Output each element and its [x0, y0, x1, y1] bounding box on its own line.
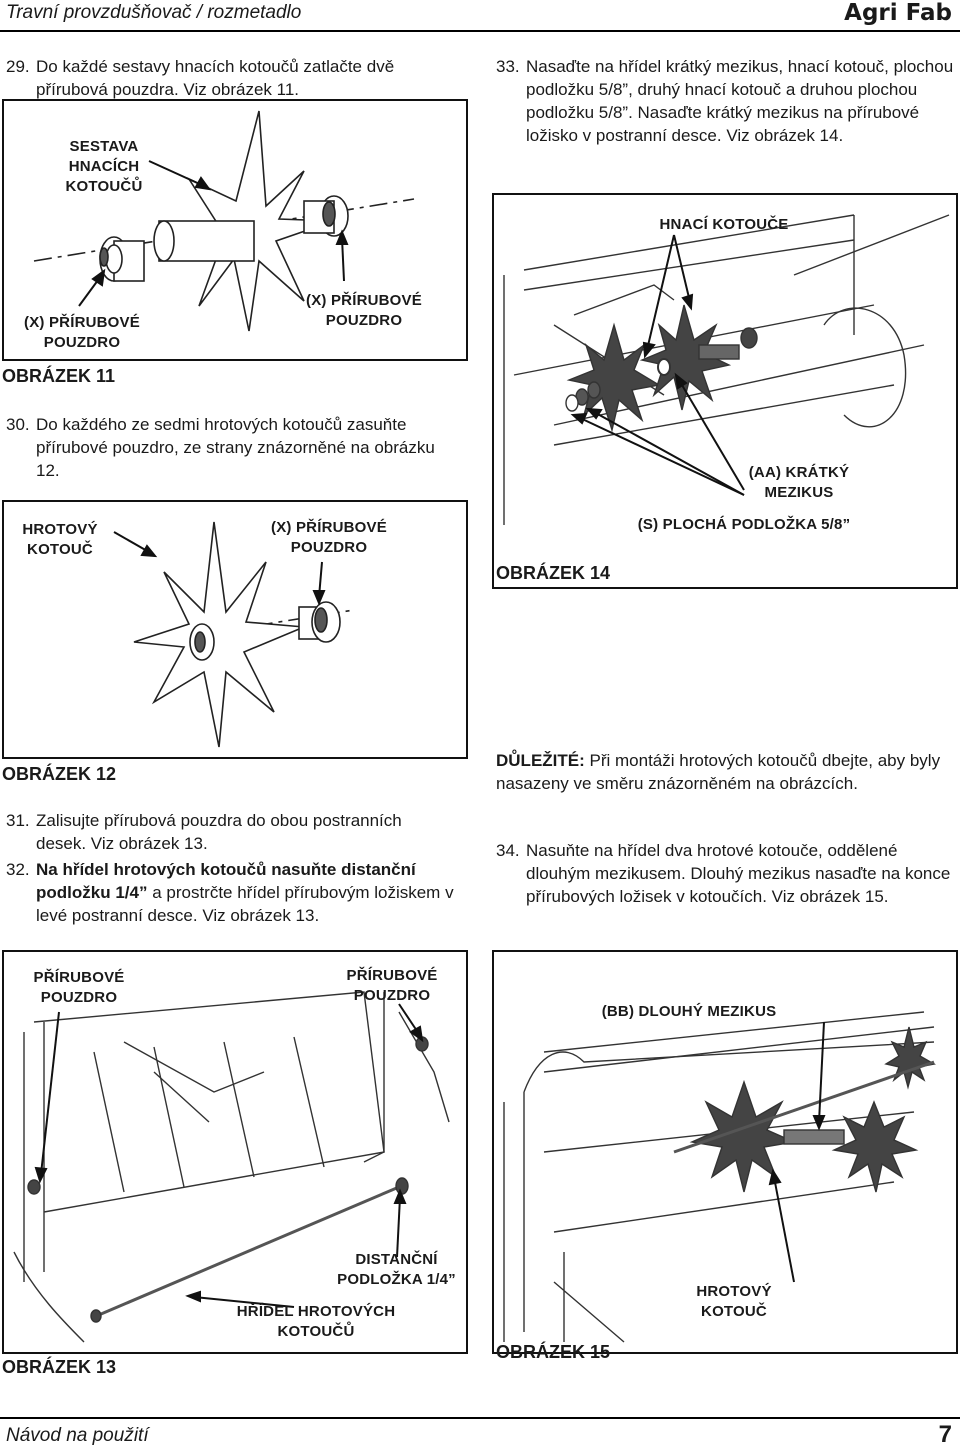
label-flange-bushing-right: (X) PŘÍRUBOVÉ POUZDRO — [286, 291, 442, 331]
step-text: Na hřídel hrotových kotoučů nasuňte dist… — [36, 858, 456, 927]
step-29: 29. Do každé sestavy hnacích kotoučů zat… — [6, 55, 446, 101]
step-emphasis: Na hřídel hrotových kotoučů nasuňte dist… — [36, 860, 416, 902]
label-line: KOTOUČ — [701, 1303, 767, 1320]
flange-bushing-drawing — [33, 110, 415, 332]
label-line: (X) PŘÍRUBOVÉ — [271, 519, 387, 536]
step-30: 30. Do každého ze sedmi hrotových kotouč… — [6, 413, 446, 482]
label-line: KOTOUČ — [27, 541, 93, 558]
label-flange-bushing-left: (X) PŘÍRUBOVÉ POUZDRO — [4, 313, 160, 353]
brand-logo: Agri Fab — [844, 0, 952, 26]
figure-15-caption: OBRÁZEK 15 — [496, 1342, 611, 1362]
label-long-spacer: (BB) DLOUHÝ MEZIKUS — [601, 1003, 777, 1020]
label-tine-disc: HROTOVÝ KOTOUČ — [669, 1282, 799, 1322]
label-line: (X) PŘÍRUBOVÉ — [24, 314, 140, 331]
step-text: Nasaďte na hřídel krátký mezikus, hnací … — [526, 57, 954, 145]
figure-12: HROTOVÝ KOTOUČ (X) PŘÍRUBOVÉ POUZDRO — [2, 500, 468, 759]
label-line: POUZDRO — [353, 987, 431, 1004]
step-text: Do každé sestavy hnacích kotoučů zatlačt… — [36, 57, 395, 99]
label-line: POUZDRO — [40, 989, 118, 1006]
label-flange-bushing-right: PŘÍRUBOVÉ POUZDRO — [337, 966, 447, 1006]
step-number: 33. — [496, 57, 520, 76]
step-text: Zalisujte přírubová pouzdra do obou post… — [36, 811, 402, 853]
figure-11: SESTAVA HNACÍCH KOTOUČŮ (X) PŘÍRUBOVÉ PO… — [2, 99, 468, 361]
important-note: DŮLEŽITÉ: Při montáži hrotových kotoučů … — [496, 749, 954, 795]
tine-disc-drawing — [113, 521, 355, 748]
label-line: MEZIKUS — [764, 484, 834, 501]
label-flange-bushing: (X) PŘÍRUBOVÉ POUZDRO — [249, 518, 409, 558]
page-number: 7 — [938, 1421, 952, 1448]
important-label: DŮLEŽITÉ: — [496, 751, 585, 770]
step-number: 34. — [496, 841, 520, 860]
label-drive-discs: HNACÍ KOTOUČE — [659, 216, 789, 233]
tine-disc-spacer-drawing — [503, 1011, 936, 1343]
label-flat-washer: (S) PLOCHÁ PODLOŽKA 5/8” — [637, 516, 851, 533]
figure-14-caption: OBRÁZEK 14 — [496, 563, 611, 583]
document-title: Travní provzdušňovač / rozmetadlo — [6, 2, 302, 23]
important-text: Při montáži hrotových kotoučů dbejte, ab… — [496, 751, 941, 793]
label-line: PODLOŽKA 1/4” — [337, 1271, 456, 1288]
label-line: (AA) KRÁTKÝ — [748, 464, 850, 481]
step-33: 33. Nasaďte na hřídel krátký mezikus, hn… — [496, 55, 956, 147]
label-line: HŘÍDEL HROTOVÝCH — [236, 1303, 396, 1320]
drive-disc-assembly-drawing — [503, 214, 950, 525]
label-line: DISTANČNÍ — [355, 1251, 438, 1268]
label-line: POUZDRO — [290, 539, 368, 556]
figure-12-caption: OBRÁZEK 12 — [2, 764, 117, 784]
step-31: 31. Zalisujte přírubová pouzdra do obou … — [6, 809, 456, 855]
label-line: HROTOVÝ — [22, 521, 98, 538]
figure-13: PŘÍRUBOVÉ POUZDRO PŘÍRUBOVÉ POUZDRO DIST… — [2, 950, 468, 1354]
step-34: 34. Nasuňte na hřídel dva hrotové kotouč… — [496, 839, 954, 908]
label-line: (X) PŘÍRUBOVÉ — [306, 292, 422, 309]
label-line: HROTOVÝ — [696, 1283, 772, 1300]
step-text-rest: a prostrčte hřídel přírubovým ložiskem v… — [36, 883, 454, 925]
step-number: 31. — [6, 811, 30, 830]
step-number: 30. — [6, 415, 30, 434]
label-drive-disc-assembly: SESTAVA HNACÍCH KOTOUČŮ — [44, 137, 164, 197]
step-number: 32. — [6, 860, 30, 879]
step-text: Do každého ze sedmi hrotových kotoučů za… — [36, 415, 435, 480]
label-short-spacer: (AA) KRÁTKÝ MEZIKUS — [724, 463, 874, 503]
side-plate-assembly-drawing — [13, 991, 450, 1343]
figure-11-caption: OBRÁZEK 11 — [2, 366, 116, 386]
step-number: 29. — [6, 57, 30, 76]
label-flange-bushing-left: PŘÍRUBOVÉ POUZDRO — [24, 968, 134, 1008]
figure-14: HNACÍ KOTOUČE (AA) KRÁTKÝ MEZIKUS (S) PL… — [492, 193, 958, 589]
label-line: HNACÍCH — [68, 158, 140, 175]
label-line: PŘÍRUBOVÉ — [346, 967, 438, 984]
footer-rule — [0, 1417, 960, 1419]
label-spacer-washer: DISTANČNÍ PODLOŽKA 1/4” — [324, 1250, 469, 1290]
manual-title: Návod na použití — [6, 1425, 149, 1446]
header-rule — [0, 30, 960, 32]
figure-15: (BB) DLOUHÝ MEZIKUS HROTOVÝ KOTOUČ — [492, 950, 958, 1354]
label-line: KOTOUČŮ — [65, 178, 143, 195]
label-line: POUZDRO — [325, 312, 403, 329]
step-32: 32. Na hřídel hrotových kotoučů nasuňte … — [6, 858, 456, 927]
label-line: POUZDRO — [43, 334, 121, 351]
figure-13-caption: OBRÁZEK 13 — [2, 1357, 117, 1377]
label-line: KOTOUČŮ — [277, 1323, 355, 1340]
label-tine-shaft: HŘÍDEL HROTOVÝCH KOTOUČŮ — [226, 1302, 406, 1342]
label-tine-disc: HROTOVÝ KOTOUČ — [10, 520, 110, 560]
label-line: SESTAVA — [69, 138, 139, 155]
label-line: PŘÍRUBOVÉ — [33, 969, 125, 986]
step-text: Nasuňte na hřídel dva hrotové kotouče, o… — [526, 841, 951, 906]
